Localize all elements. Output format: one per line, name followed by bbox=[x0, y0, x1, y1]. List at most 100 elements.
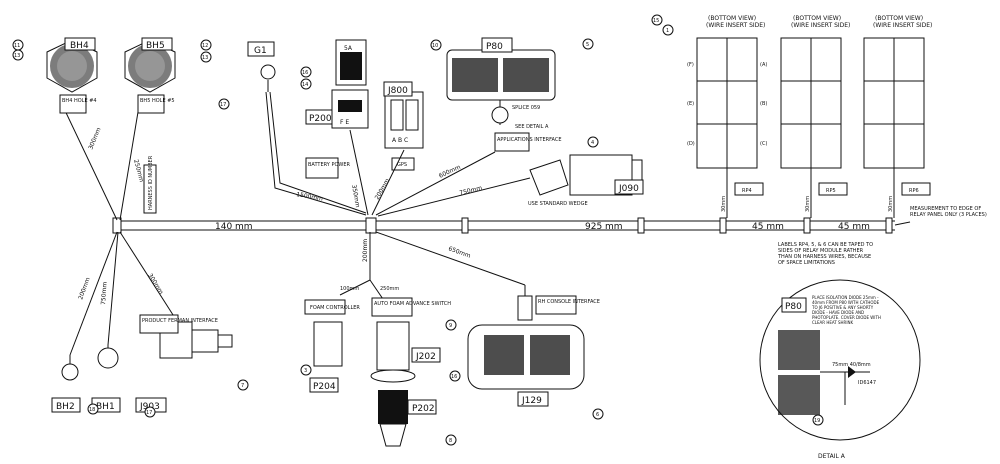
callout-13a: 13 bbox=[14, 53, 20, 59]
callout-7: 7 bbox=[241, 383, 244, 389]
dim-left-5: 300mm bbox=[146, 272, 164, 295]
bh4-connector: BH4 HOLE #4 BH4 bbox=[46, 37, 98, 114]
callout-3: 3 bbox=[304, 368, 307, 374]
j129-connector: RH CONSOLE INTERFACE J129 bbox=[467, 285, 600, 407]
dim-925: 925 mm bbox=[585, 222, 623, 232]
j800-tag: J800 bbox=[387, 86, 408, 96]
callout-4: 4 bbox=[591, 140, 594, 146]
bottom-view-3: (BOTTOM VIEW) bbox=[875, 15, 923, 22]
bottom-view-1: (BOTTOM VIEW) bbox=[708, 15, 756, 22]
harness-id-label: HARNESS ID NUMBER bbox=[148, 155, 154, 210]
bh5-hole-label: BH5 HOLE #5 bbox=[140, 98, 175, 104]
callouts: 11 13 12 13 17 10 16 14 5 4 3 9 16 8 6 1… bbox=[12, 14, 824, 446]
j090-connector: J090 USE STANDARD WEDGE 750mm bbox=[377, 154, 644, 217]
dim-j202: 250mm bbox=[380, 286, 399, 292]
product-interface-label: PRODUCT FERMAN INTERFACE bbox=[142, 318, 218, 324]
splice-label: SPLICE 059 bbox=[512, 105, 540, 111]
detail-a: P80 PLACE ISOLATION DIODE 25mm - 40mm FR… bbox=[759, 279, 921, 460]
bh5-tag: BH5 bbox=[146, 41, 165, 51]
detail-note-box: PLACE ISOLATION DIODE 25mm - 40mm FROM P… bbox=[812, 295, 881, 325]
callout-6: 6 bbox=[596, 412, 599, 418]
j202-tag: J202 bbox=[415, 352, 436, 362]
j903-connector: PRODUCT FERMAN INTERFACE J903 bbox=[135, 314, 233, 413]
callout-11: 11 bbox=[14, 43, 20, 49]
relay-letter-f: (F) bbox=[687, 62, 694, 68]
notes-right: MEASUREMENT TO EDGE OF RELAY PANEL ONLY … bbox=[778, 206, 987, 266]
bh5-connector: BH5 HOLE #5 BH5 bbox=[124, 37, 176, 114]
p200-tag: P200 bbox=[309, 114, 332, 124]
bh1-ring: BH1 bbox=[91, 345, 121, 413]
p200-connector: 5A F E P200 BATTERY POWER 350mm bbox=[305, 39, 369, 216]
j090-tag: J090 bbox=[618, 184, 639, 194]
callout-16a: 16 bbox=[302, 70, 308, 76]
callout-9: 9 bbox=[449, 323, 452, 329]
measurement-note-text: MEASUREMENT TO EDGE OF RELAY PANEL ONLY … bbox=[910, 206, 987, 218]
diode-dim: 75mm 40/8mm bbox=[832, 362, 871, 368]
dim-lower-center: 200mm bbox=[362, 239, 369, 262]
relay-panels: (BOTTOM VIEW) (WIRE INSERT SIDE) (BOTTOM… bbox=[687, 15, 932, 218]
callout-8: 8 bbox=[449, 438, 452, 444]
g1-tag: G1 bbox=[254, 46, 267, 56]
relay-5a-label: 5A bbox=[344, 45, 353, 52]
gps-pins: A B C bbox=[392, 137, 408, 144]
callout-13b: 13 bbox=[202, 55, 208, 61]
callout-19: 19 bbox=[814, 418, 820, 424]
callout-12: 12 bbox=[202, 43, 208, 49]
rh-console-label: RH CONSOLE INTERFACE bbox=[538, 299, 600, 305]
p200-pins: F E bbox=[340, 119, 349, 126]
foam-controller-label: FOAM CONTROLLER bbox=[310, 305, 360, 311]
relay-letter-e: (E) bbox=[687, 101, 694, 107]
main-trunk: 140 mm 925 mm 45 mm 45 mm bbox=[112, 217, 895, 234]
dim-140: 140 mm bbox=[215, 222, 253, 232]
detail-a-label: DETAIL A bbox=[818, 453, 846, 460]
labels-note-text: LABELS RP4, 5, & 6 CAN BE TAPED TO SIDES… bbox=[778, 242, 874, 266]
p204-connector: FOAM CONTROLLER P204 bbox=[304, 299, 360, 393]
wire-insert-2: (WIRE INSERT SIDE) bbox=[791, 22, 850, 29]
p80-detail-tag: P80 bbox=[785, 302, 802, 312]
diode-ref: ID6147 bbox=[858, 380, 876, 386]
callout-15: 15 bbox=[653, 18, 659, 24]
g1-ring-terminal: G1 1500mm bbox=[247, 41, 367, 216]
applications-interface-label: APPLICATIONS INTERFACE bbox=[497, 137, 562, 143]
dim-j129: 650mm bbox=[447, 245, 471, 260]
callout-1: 1 bbox=[666, 28, 669, 34]
labels-note-box: LABELS RP4, 5, & 6 CAN BE TAPED TO SIDES… bbox=[778, 242, 874, 266]
relay-letter-a: (A) bbox=[760, 62, 767, 68]
callout-5: 5 bbox=[586, 42, 589, 48]
dim-p200: 350mm bbox=[350, 184, 361, 208]
battery-power-label: BATTERY POWER bbox=[308, 162, 350, 168]
callout-14: 14 bbox=[302, 82, 308, 88]
j202-p202-connector: AUTO FOAM ADVANCE SWITCH J202 P202 bbox=[370, 297, 451, 447]
callout-18: 18 bbox=[89, 407, 95, 413]
dim-45-a: 45 mm bbox=[752, 222, 784, 232]
bh2-tag: BH2 bbox=[56, 402, 75, 412]
callout-16b: 16 bbox=[451, 374, 457, 380]
relay-rp4: RP4 bbox=[742, 188, 752, 194]
measurement-note-box: MEASUREMENT TO EDGE OF RELAY PANEL ONLY … bbox=[910, 206, 987, 218]
relay-letter-c: (C) bbox=[760, 141, 767, 147]
dim-left-3: 200mm bbox=[77, 276, 92, 300]
dim-rp5: 30mm bbox=[805, 196, 811, 212]
dim-j090: 750mm bbox=[459, 185, 483, 197]
dim-left-4: 750mm bbox=[100, 281, 109, 305]
callout-10: 10 bbox=[432, 43, 438, 49]
lower-center-branches: 200mm 100mm 250mm 650mm bbox=[339, 231, 526, 303]
bottom-view-2: (BOTTOM VIEW) bbox=[793, 15, 841, 22]
j800-connector: A B C J800 GPS 200mm bbox=[371, 81, 424, 216]
see-detail-label: SEE DETAIL A bbox=[515, 124, 549, 130]
relay-letter-d: (D) bbox=[687, 141, 695, 147]
dim-gps: 200mm bbox=[374, 177, 392, 201]
callout-17b: 17 bbox=[146, 410, 152, 416]
dim-rp6: 30mm bbox=[888, 196, 894, 212]
auto-foam-label: AUTO FOAM ADVANCE SWITCH bbox=[374, 301, 451, 307]
relay-rp5: RP5 bbox=[826, 188, 836, 194]
bh4-tag: BH4 bbox=[70, 41, 89, 51]
gps-label: GPS bbox=[397, 162, 407, 168]
dim-45-b: 45 mm bbox=[838, 222, 870, 232]
dim-p204: 100mm bbox=[340, 286, 359, 292]
p202-tag: P202 bbox=[412, 404, 435, 414]
standard-wedge-label: USE STANDARD WEDGE bbox=[528, 201, 588, 207]
bh1-tag: BH1 bbox=[96, 402, 115, 412]
p204-tag: P204 bbox=[313, 382, 336, 392]
